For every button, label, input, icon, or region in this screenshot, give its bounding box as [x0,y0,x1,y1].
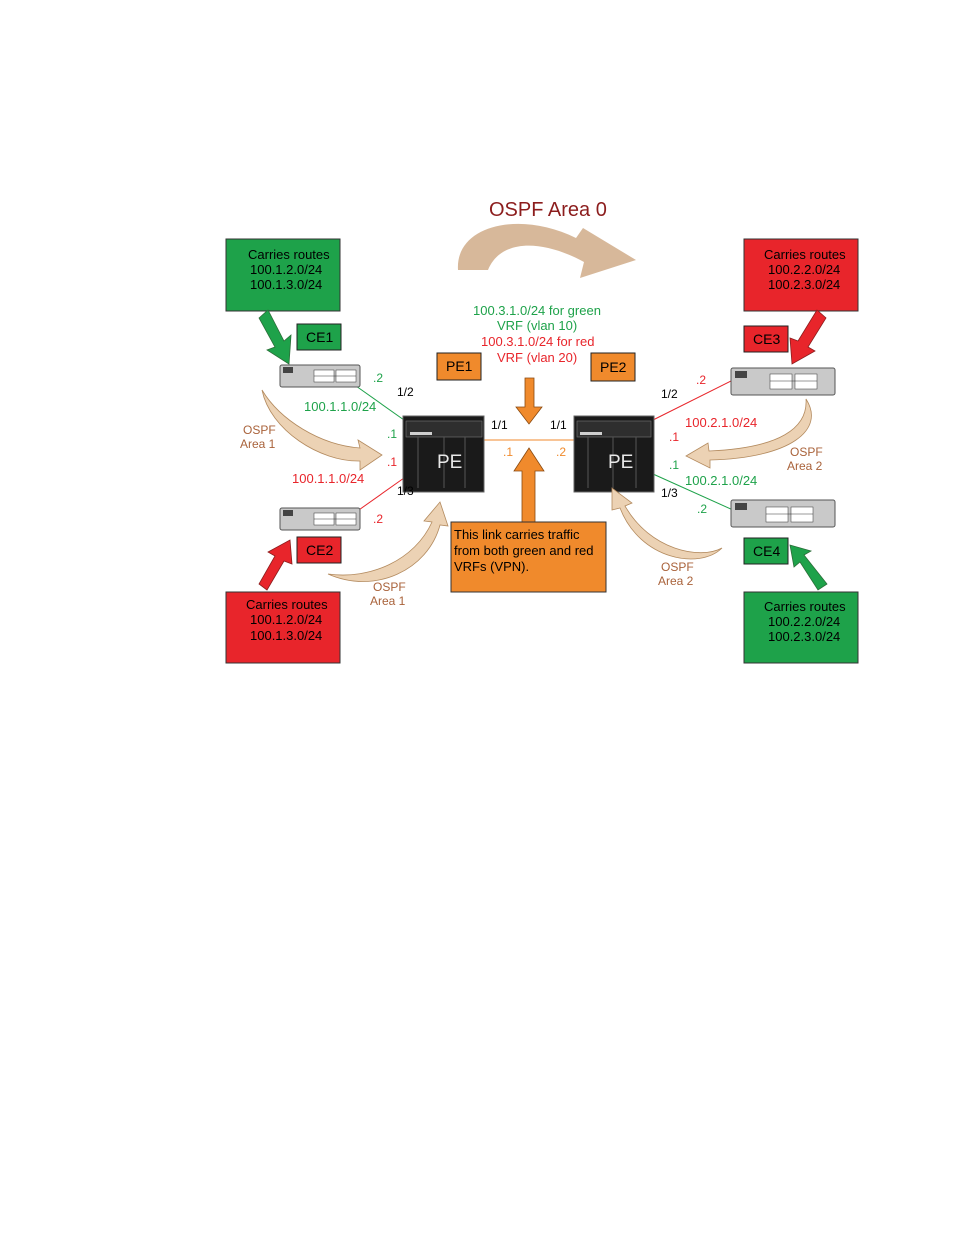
host-ce3: .2 [696,373,706,387]
subnet-ce3-link: 100.2.1.0/24 [685,415,757,430]
ce4-switch [730,499,836,528]
port-pe1-1-2: 1/2 [397,385,414,399]
vrf-down-arrow [515,377,543,425]
host-pe2-green: .1 [669,458,679,472]
host-pe1-red: .1 [387,455,397,469]
host-pe2-red: .1 [669,430,679,444]
ce2-label: CE2 [306,542,333,558]
subnet-ce2-link: 100.1.1.0/24 [292,471,364,486]
box-text: 100.1.3.0/24 [250,277,322,292]
ospf-area1-bottom-line1: OSPF [373,580,406,594]
link-note-box: This link carries traffic from both gree… [450,521,607,593]
box-text: 100.1.2.0/24 [250,262,322,277]
box-text: 100.2.2.0/24 [768,614,840,629]
ospf-area2-arrow-top [685,398,812,469]
vrf-red-line2: VRF (vlan 20) [497,350,577,365]
ce1-label: CE1 [306,329,333,345]
vrf-green-line2: VRF (vlan 10) [497,318,577,333]
pe1-label: PE1 [446,358,473,374]
box-text: 100.2.2.0/24 [768,262,840,277]
area0-curved-arrow [457,223,636,278]
routes-box-top-right: Carries routes 100.2.2.0/24 100.2.3.0/24 [743,238,859,312]
pe2-chassis: PE [573,415,655,493]
link-ce1-pe1 [355,385,405,421]
ce4-label: CE4 [753,543,780,559]
pe2-label: PE2 [600,359,627,375]
host-pe2-core: .2 [556,445,566,459]
ce1-tag: CE1 [296,323,342,351]
ce4-tag: CE4 [743,537,789,565]
link-note-line: from both green and red [454,543,593,558]
pe1-chassis: PE [402,415,485,493]
link-ce2-pe1 [355,477,405,513]
ospf-area1-arrow-top [261,389,383,471]
ospf-area2-bottom-line1: OSPF [661,560,694,574]
box-text: 100.2.3.0/24 [768,629,840,644]
ospf-area2-arrow-bottom [611,487,723,560]
box-text: 100.1.3.0/24 [250,628,322,643]
pe2-device-label: PE [608,452,633,473]
port-pe2-1-2: 1/2 [661,387,678,401]
ce3-label: CE3 [753,331,780,347]
box-text: Carries routes [246,597,328,612]
ospf-area0-title: OSPF Area 0 [489,199,607,221]
link-ce3-pe2 [652,379,734,421]
host-ce4: .2 [697,502,707,516]
host-ce1: .2 [373,371,383,385]
link-note-line: VRFs (VPN). [454,559,529,574]
box-text: 100.2.3.0/24 [768,277,840,292]
ospf-area2-bottom-line2: Area 2 [658,574,694,588]
ospf-area1-left-line1: OSPF [243,423,276,437]
vrf-green-line1: 100.3.1.0/24 for green [473,303,601,318]
port-pe1-1-3: 1/3 [397,484,414,498]
subnet-ce1-link: 100.1.1.0/24 [304,399,376,414]
box-text: 100.1.2.0/24 [250,612,322,627]
ospf-area1-arrow-bottom [327,501,449,582]
host-pe1-green: .1 [387,427,397,441]
link-note-line: This link carries traffic [454,527,580,542]
ce3-switch [730,367,836,396]
routes-box-top-left: Carries routes 100.1.2.0/24 100.1.3.0/24 [225,238,341,312]
green-arrow-br [789,544,828,591]
ospf-area1-bottom-line2: Area 1 [370,594,406,608]
vrf-red-line1: 100.3.1.0/24 for red [481,334,594,349]
ospf-area2-right-line1: OSPF [790,445,823,459]
red-arrow-tr [789,309,827,365]
ce1-switch [279,364,361,388]
port-pe1-1-1: 1/1 [491,418,508,432]
routes-box-bottom-right: Carries routes 100.2.2.0/24 100.2.3.0/24 [743,591,859,664]
red-arrow-bl [258,539,293,591]
ospf-area2-right-line2: Area 2 [787,459,823,473]
port-pe2-1-3: 1/3 [661,486,678,500]
ospf-area1-left-line2: Area 1 [240,437,276,451]
subnet-ce4-link: 100.2.1.0/24 [685,473,757,488]
routes-box-bottom-left: Carries routes 100.1.2.0/24 100.1.3.0/24 [225,591,341,664]
host-pe1-core: .1 [503,445,513,459]
port-pe2-1-1: 1/1 [550,418,567,432]
host-ce2: .2 [373,512,383,526]
pe2-tag: PE2 [590,352,636,382]
green-arrow-tl [258,309,292,365]
ce2-switch [279,507,361,531]
box-text: Carries routes [764,247,846,262]
ce2-tag: CE2 [296,536,342,564]
link-up-arrow [513,447,545,523]
link-ce4-pe2 [652,473,734,511]
box-text: Carries routes [764,599,846,614]
pe1-device-label: PE [437,452,462,473]
box-text: Carries routes [248,247,330,262]
pe1-tag: PE1 [436,352,482,381]
ce3-tag: CE3 [743,325,789,353]
